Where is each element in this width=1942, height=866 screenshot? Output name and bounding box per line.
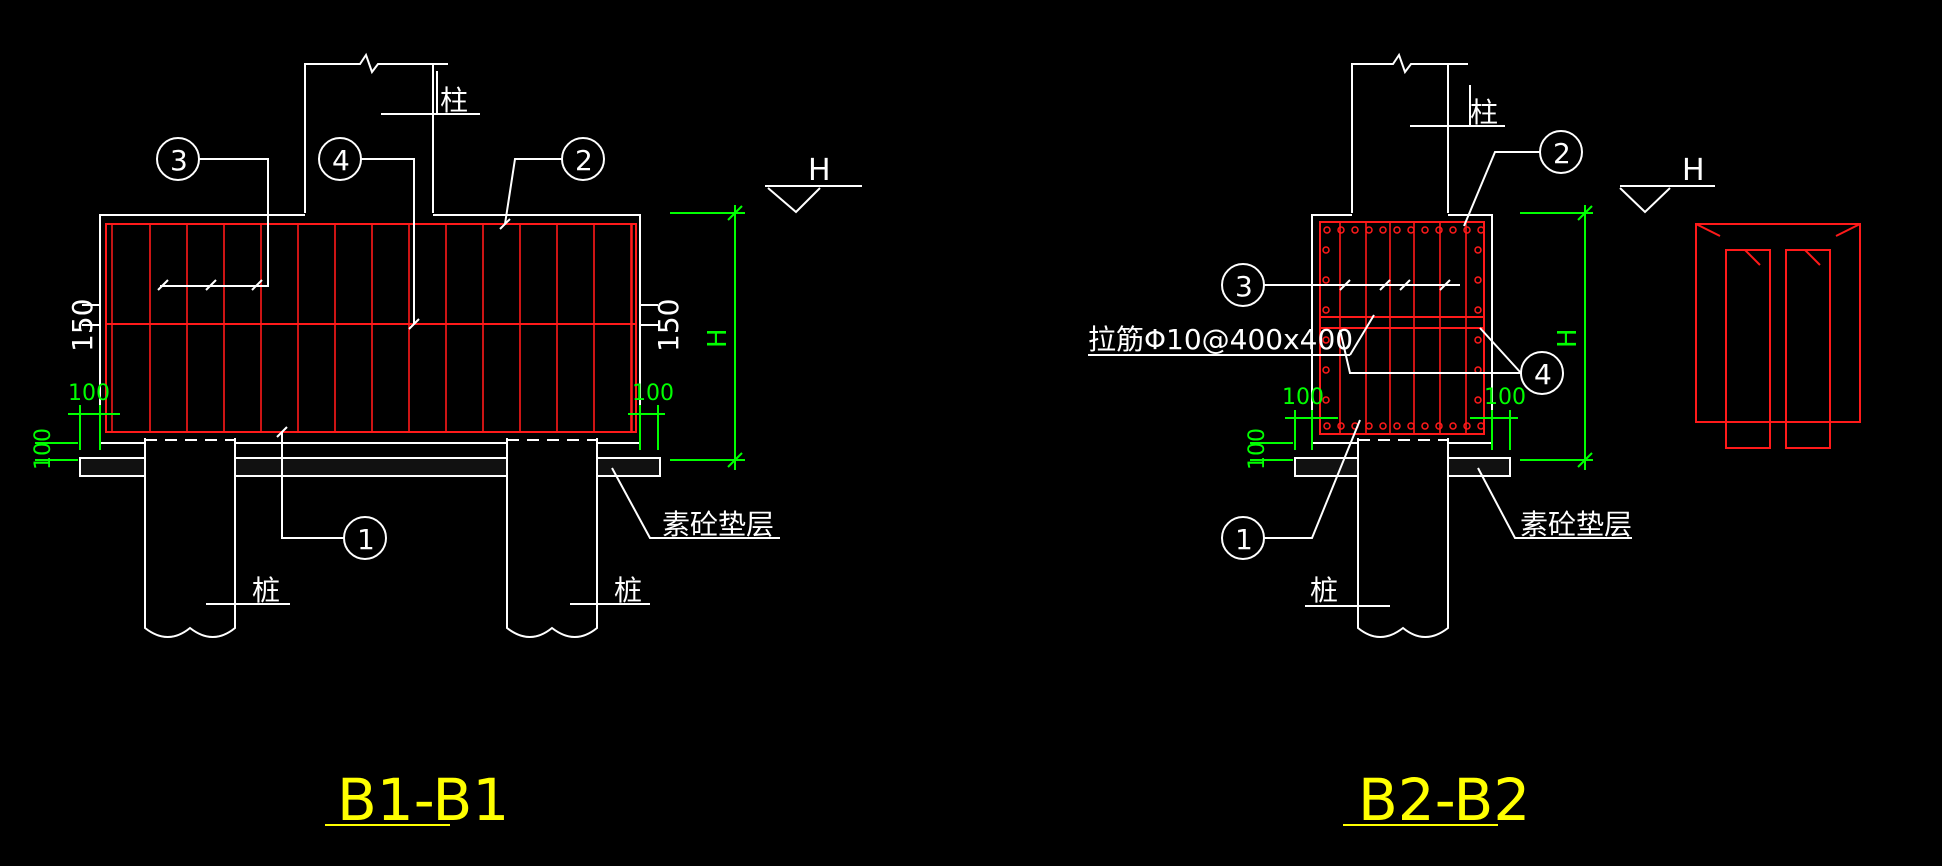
b2-rebar-dot-bottom [1379, 422, 1387, 430]
b2-rebar-dot-bottom [1421, 422, 1429, 430]
b1-pile-label-right: 桩 [614, 574, 642, 607]
b2-cushion-label: 素砼垫层 [1520, 508, 1632, 541]
b2-pile [1357, 438, 1449, 638]
b1-title: B1-B1 [337, 766, 509, 834]
svg-text:1: 1 [357, 523, 375, 556]
b2-rebar-dot-bottom [1435, 422, 1443, 430]
b1-vertical-bars [149, 224, 632, 432]
b2-rebar-dot-top [1393, 226, 1401, 234]
b2-column-outline [1351, 52, 1468, 213]
b2-rebar-dot-top [1463, 226, 1471, 234]
b1-dim-100-left: 100 [68, 381, 110, 406]
b1-dim-150-right: 150 [652, 299, 685, 352]
b2-dim-100-vert: 100 [1245, 428, 1270, 470]
b2-rebar-dot-top [1477, 226, 1485, 234]
b2-rebar-dot-top [1407, 226, 1415, 234]
svg-text:2: 2 [575, 144, 593, 177]
b2-rebar-dot-top [1379, 226, 1387, 234]
b2-rebar-dot-bottom [1393, 422, 1401, 430]
b2-tie-bar-note: 拉筋Φ10@400x400 [1088, 323, 1353, 356]
b1-cap-outline [99, 214, 641, 444]
section-b1: 柱 桩 桩 素砼垫层 H H [31, 52, 862, 834]
b2-pile-label: 桩 [1310, 574, 1338, 607]
b1-dim-h: H [703, 328, 733, 348]
b2-rebar-dot-bottom [1365, 422, 1373, 430]
tie-bar-detail [1695, 223, 1861, 449]
svg-text:2: 2 [1553, 137, 1571, 170]
svg-text:3: 3 [170, 144, 188, 177]
b2-rebar-dot-bottom [1477, 422, 1485, 430]
b2-rebar-dot-right [1474, 246, 1482, 254]
b2-rebar-dot-left [1322, 336, 1330, 344]
b2-rebar-dot-left [1322, 306, 1330, 314]
svg-text:1: 1 [1235, 523, 1253, 556]
b2-rebar-dot-left [1322, 276, 1330, 284]
b2-rebar-dot-right [1474, 276, 1482, 284]
b2-rebar-dot-top [1421, 226, 1429, 234]
b2-rebar-dot-left [1322, 246, 1330, 254]
b2-rebar-dot-left [1322, 396, 1330, 404]
svg-text:4: 4 [332, 144, 350, 177]
b2-rebar-dot-bottom [1463, 422, 1471, 430]
b2-column-label: 柱 [1470, 96, 1498, 129]
b2-rebar-dot-top [1449, 226, 1457, 234]
b1-pile-right [506, 438, 598, 638]
b1-column-outline [304, 52, 448, 213]
b2-rebar-dot-top [1323, 226, 1331, 234]
b2-dim-100-left: 100 [1282, 385, 1324, 410]
b1-pile-left [144, 438, 236, 638]
b2-rebar-dot-top [1337, 226, 1345, 234]
b2-rebar-dot-bottom [1407, 422, 1415, 430]
b2-rebar-dot-left [1322, 366, 1330, 374]
b2-rebar-dot-right [1474, 396, 1482, 404]
b1-pile-label-left: 桩 [252, 574, 280, 607]
b2-rebar-dot-bottom [1323, 422, 1331, 430]
b2-title: B2-B2 [1358, 766, 1530, 834]
b2-level-mark: H [1682, 153, 1705, 188]
svg-text:4: 4 [1534, 358, 1552, 391]
b2-rebar-dot-top [1365, 226, 1373, 234]
b1-level-mark: H [808, 153, 831, 188]
b2-rebar-dot-top [1435, 226, 1443, 234]
b2-rebar-dot-right [1474, 336, 1482, 344]
b1-dim-100-vert: 100 [31, 428, 56, 470]
b2-rebar-dot-bottom [1449, 422, 1457, 430]
b1-dim-100-right: 100 [632, 381, 674, 406]
b1-dim-150-left: 150 [66, 299, 99, 352]
section-b2: 柱 桩 素砼垫层 H H 100 [1088, 52, 1715, 834]
b2-dim-h: H [1553, 328, 1583, 348]
b2-rebar-dot-right [1474, 306, 1482, 314]
b1-cushion-label: 素砼垫层 [662, 508, 774, 541]
b2-rebar-dot-bottom [1337, 422, 1345, 430]
b1-column-label: 柱 [440, 84, 468, 117]
svg-text:3: 3 [1235, 270, 1253, 303]
b2-rebar-dot-top [1351, 226, 1359, 234]
b2-dim-100-right: 100 [1484, 385, 1526, 410]
